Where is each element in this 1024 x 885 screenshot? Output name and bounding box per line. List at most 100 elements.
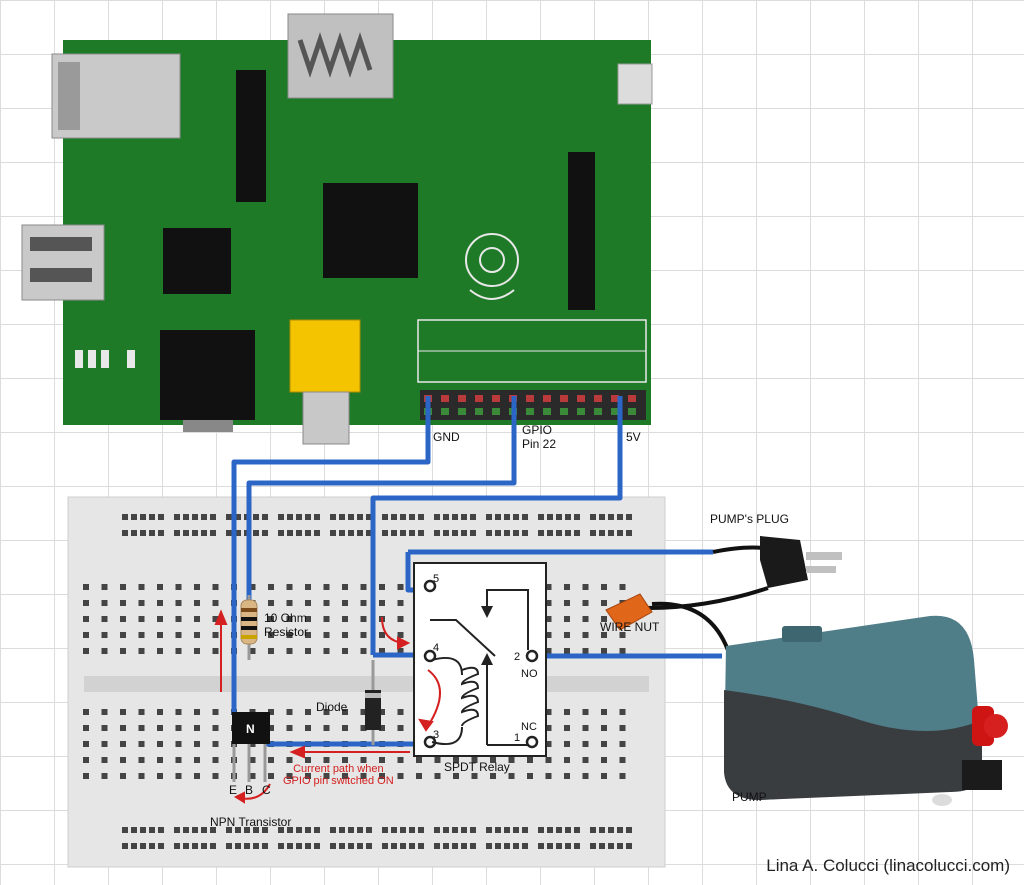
breadboard-hole — [83, 584, 89, 590]
breadboard-hole — [183, 530, 189, 536]
breadboard-hole — [619, 584, 626, 590]
breadboard-hole — [545, 757, 552, 763]
breadboard-hole — [601, 773, 607, 779]
breadboard-hole — [149, 843, 155, 849]
breadboard-hole — [382, 843, 388, 849]
breadboard-hole — [268, 584, 274, 590]
breadboard-hole — [323, 584, 330, 590]
breadboard-hole — [582, 725, 589, 731]
breadboard-hole — [397, 616, 404, 622]
breadboard-hole — [409, 514, 415, 520]
breadboard-hole — [513, 827, 519, 833]
breadboard-hole — [253, 514, 259, 520]
gpio-header — [420, 390, 646, 420]
breadboard-hole — [194, 709, 200, 715]
breadboard-hole — [342, 632, 348, 638]
breadboard-hole — [175, 648, 182, 654]
breadboard-hole — [434, 843, 440, 849]
gpio-pin — [526, 408, 534, 415]
breadboard-hole — [409, 530, 415, 536]
breadboard-hole — [504, 514, 510, 520]
gpio-label-line2: Pin 22 — [522, 437, 557, 451]
breadboard-hole — [348, 530, 354, 536]
breadboard-hole — [183, 827, 189, 833]
breadboard-hole — [556, 530, 562, 536]
breadboard-hole — [601, 725, 607, 731]
breadboard-hole — [323, 648, 330, 654]
relay-no-label: NO — [521, 668, 538, 680]
breadboard-hole — [495, 514, 501, 520]
gpio-pin — [577, 395, 585, 402]
breadboard-hole — [120, 757, 126, 763]
breadboard-hole — [564, 584, 570, 590]
breadboard-hole — [122, 827, 128, 833]
breadboard-hole — [495, 530, 501, 536]
breadboard-hole — [617, 843, 623, 849]
breadboard-hole — [416, 773, 422, 779]
breadboard-hole — [296, 530, 302, 536]
gpio-pin — [628, 408, 636, 415]
display-connector — [236, 70, 266, 202]
breadboard-hole — [601, 757, 607, 763]
breadboard-hole — [418, 843, 424, 849]
breadboard-hole — [330, 530, 336, 536]
breadboard-hole — [582, 600, 589, 606]
breadboard-hole — [599, 827, 605, 833]
breadboard-hole — [330, 514, 336, 520]
breadboard-hole — [342, 616, 348, 622]
breadboard-hole — [157, 709, 163, 715]
breadboard-hole — [599, 530, 605, 536]
breadboard-hole — [470, 843, 476, 849]
breadboard-hole — [471, 773, 478, 779]
pump-plug — [647, 536, 842, 610]
breadboard-hole — [342, 600, 348, 606]
breadboard-hole — [262, 843, 268, 849]
breadboard-hole — [601, 584, 607, 590]
breadboard-hole — [443, 530, 449, 536]
breadboard-hole — [305, 709, 311, 715]
breadboard-hole — [296, 514, 302, 520]
breadboard-hole — [286, 709, 293, 715]
breadboard-hole — [486, 827, 492, 833]
breadboard-hole — [305, 773, 311, 779]
breadboard-hole — [391, 843, 397, 849]
breadboard-hole — [323, 757, 330, 763]
breadboard-hole — [278, 514, 284, 520]
breadboard-hole — [360, 584, 367, 590]
relay-pin-2-label: 2 — [514, 651, 521, 663]
breadboard-hole — [342, 725, 348, 731]
breadboard-hole — [278, 827, 284, 833]
breadboard-hole — [83, 600, 89, 606]
breadboard-hole — [434, 773, 441, 779]
breadboard-hole — [201, 843, 207, 849]
breadboard-hole — [582, 584, 589, 590]
breadboard-hole — [545, 616, 552, 622]
pin-b-label: B — [245, 783, 254, 797]
breadboard-hole — [582, 773, 589, 779]
breadboard-hole — [138, 757, 145, 763]
pumps-plug-label: PUMP's PLUG — [710, 512, 789, 526]
breadboard-hole — [564, 648, 570, 654]
breadboard-hole — [504, 530, 510, 536]
breadboard-hole — [157, 632, 163, 638]
breadboard-hole — [574, 530, 580, 536]
breadboard-hole — [339, 514, 345, 520]
breadboard-hole — [461, 843, 467, 849]
breadboard-hole — [138, 773, 145, 779]
breadboard-hole — [192, 530, 198, 536]
breadboard-hole — [619, 741, 626, 747]
gnd-wire — [231, 396, 431, 714]
breadboard-hole — [305, 616, 311, 622]
breadboard-hole — [192, 514, 198, 520]
breadboard-hole — [120, 616, 126, 622]
breadboard-hole — [174, 530, 180, 536]
breadboard-hole — [601, 648, 607, 654]
breadboard-hole — [590, 530, 596, 536]
breadboard-hole — [314, 514, 320, 520]
breadboard-hole — [330, 827, 336, 833]
breadboard-hole — [235, 514, 241, 520]
breadboard-hole — [486, 843, 492, 849]
breadboard-hole — [286, 616, 293, 622]
breadboard-hole — [360, 600, 367, 606]
breadboard-hole — [305, 530, 311, 536]
